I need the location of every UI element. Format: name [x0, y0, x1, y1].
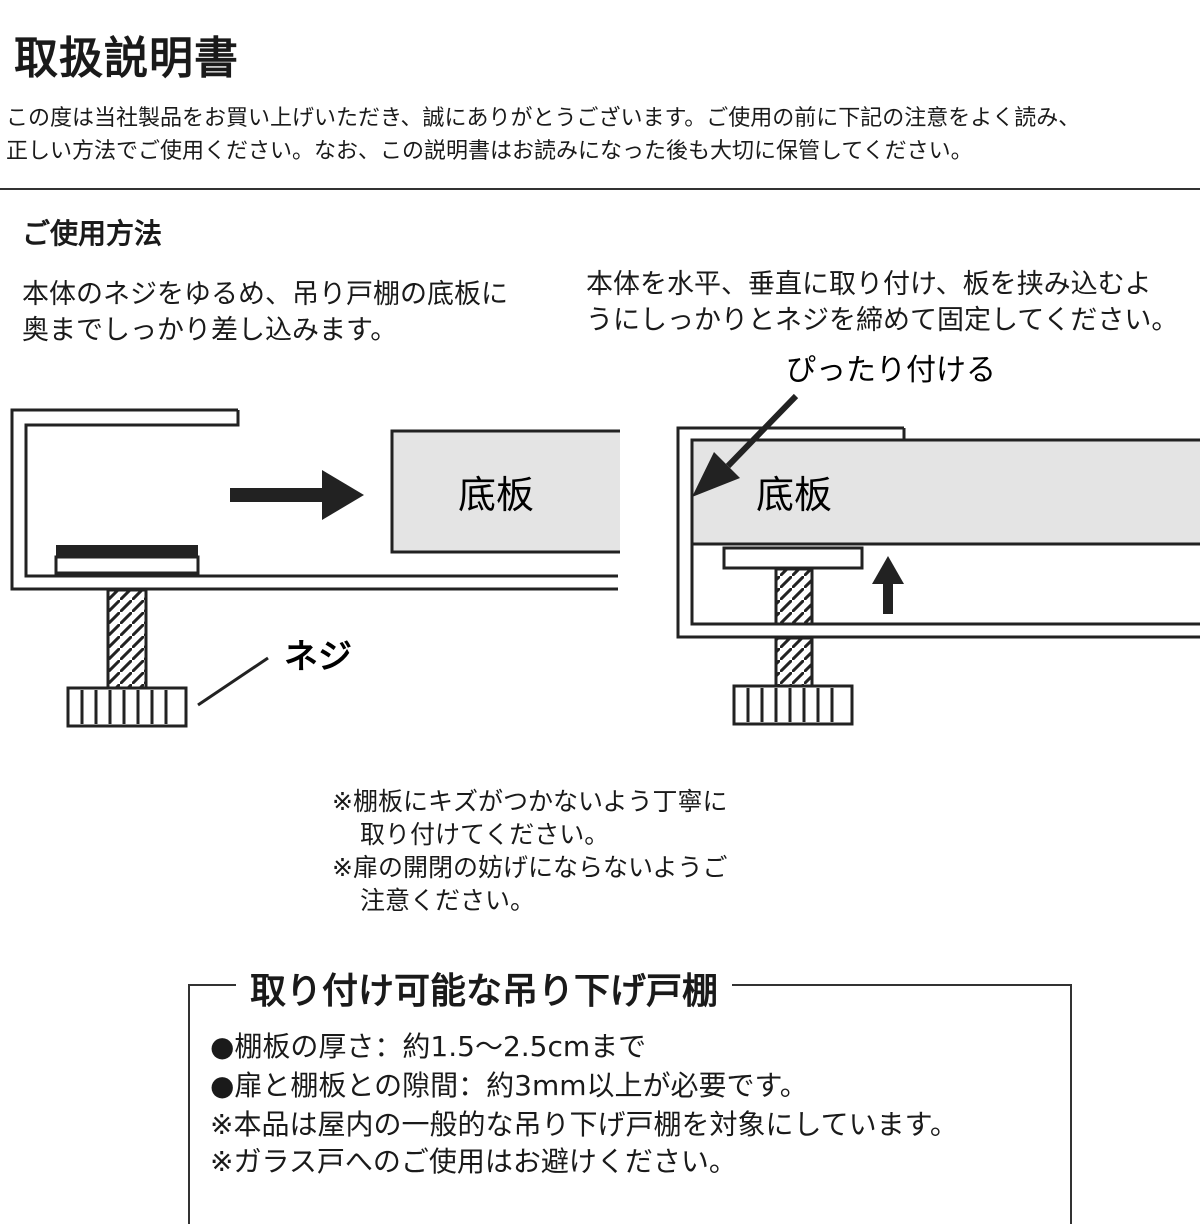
note-line: ※扉の開閉の妨げにならないようご — [332, 853, 728, 882]
left-screw-thread — [106, 588, 148, 690]
left-screw-knob — [66, 686, 188, 728]
note-line: 注意ください。 — [360, 886, 536, 915]
note-line: ※棚板にキズがつかないよう丁寧に — [332, 787, 728, 816]
page-title: 取扱説明書 — [14, 33, 239, 84]
right-bottom-board — [690, 438, 1200, 546]
right-screw-knob — [732, 684, 854, 726]
screw-leader-line — [197, 656, 269, 707]
installation-diagram: ネジ 底板 底板 ぴったり付ける — [10, 353, 1200, 728]
step2-text-line-1: 本体を水平、垂直に取り付け、板を挟み込むよ — [586, 269, 1152, 300]
left-clamp-pad — [54, 545, 200, 575]
fit-arrow — [692, 393, 799, 497]
left-board-label: 底板 — [458, 473, 534, 517]
step2-text-line-2: うにしっかりとネジを締めて固定してください。 — [586, 305, 1179, 336]
insert-arrow — [230, 470, 364, 520]
spec-title: 取り付け可能な吊り下げ戸棚 — [236, 962, 733, 1014]
note-line: 取り付けてください。 — [360, 820, 610, 849]
intro-line-2: 正しい方法でご使用ください。なお、この説明書はお読みになった後も大切に保管してく… — [6, 139, 973, 164]
right-board-label: 底板 — [756, 473, 832, 517]
spec-item: ※本品は屋内の一般的な吊り下げ戸棚を対象にしています。 — [210, 1108, 958, 1141]
left-bottom-board — [390, 429, 634, 554]
right-screw-thread-upper — [774, 567, 814, 626]
left-bracket — [10, 408, 618, 591]
step1-text-line-2: 奥までしっかり差し込みます。 — [22, 315, 398, 346]
spec-item: ※ガラス戸へのご使用はお避けください。 — [210, 1145, 737, 1178]
step1-text-line-1: 本体のネジをゆるめ、吊り戸棚の底板に — [22, 279, 508, 310]
fit-label: ぴったり付ける — [786, 353, 996, 388]
divider — [0, 188, 1200, 190]
right-clamp-pad — [722, 546, 864, 570]
intro-line-1: この度は当社製品をお買い上げいただき、誠にありがとうございます。ご使用の前に下記… — [6, 106, 1081, 131]
spec-item: ●棚板の厚さ：約1.5～2.5cmまで — [210, 1030, 647, 1063]
spec-item: ●扉と棚板との隙間：約3mm以上が必要です。 — [210, 1069, 808, 1102]
right-screw-thread-lower — [774, 636, 814, 688]
screw-label: ネジ — [284, 637, 352, 677]
tighten-arrow — [872, 556, 904, 614]
section-heading: ご使用方法 — [22, 217, 163, 250]
